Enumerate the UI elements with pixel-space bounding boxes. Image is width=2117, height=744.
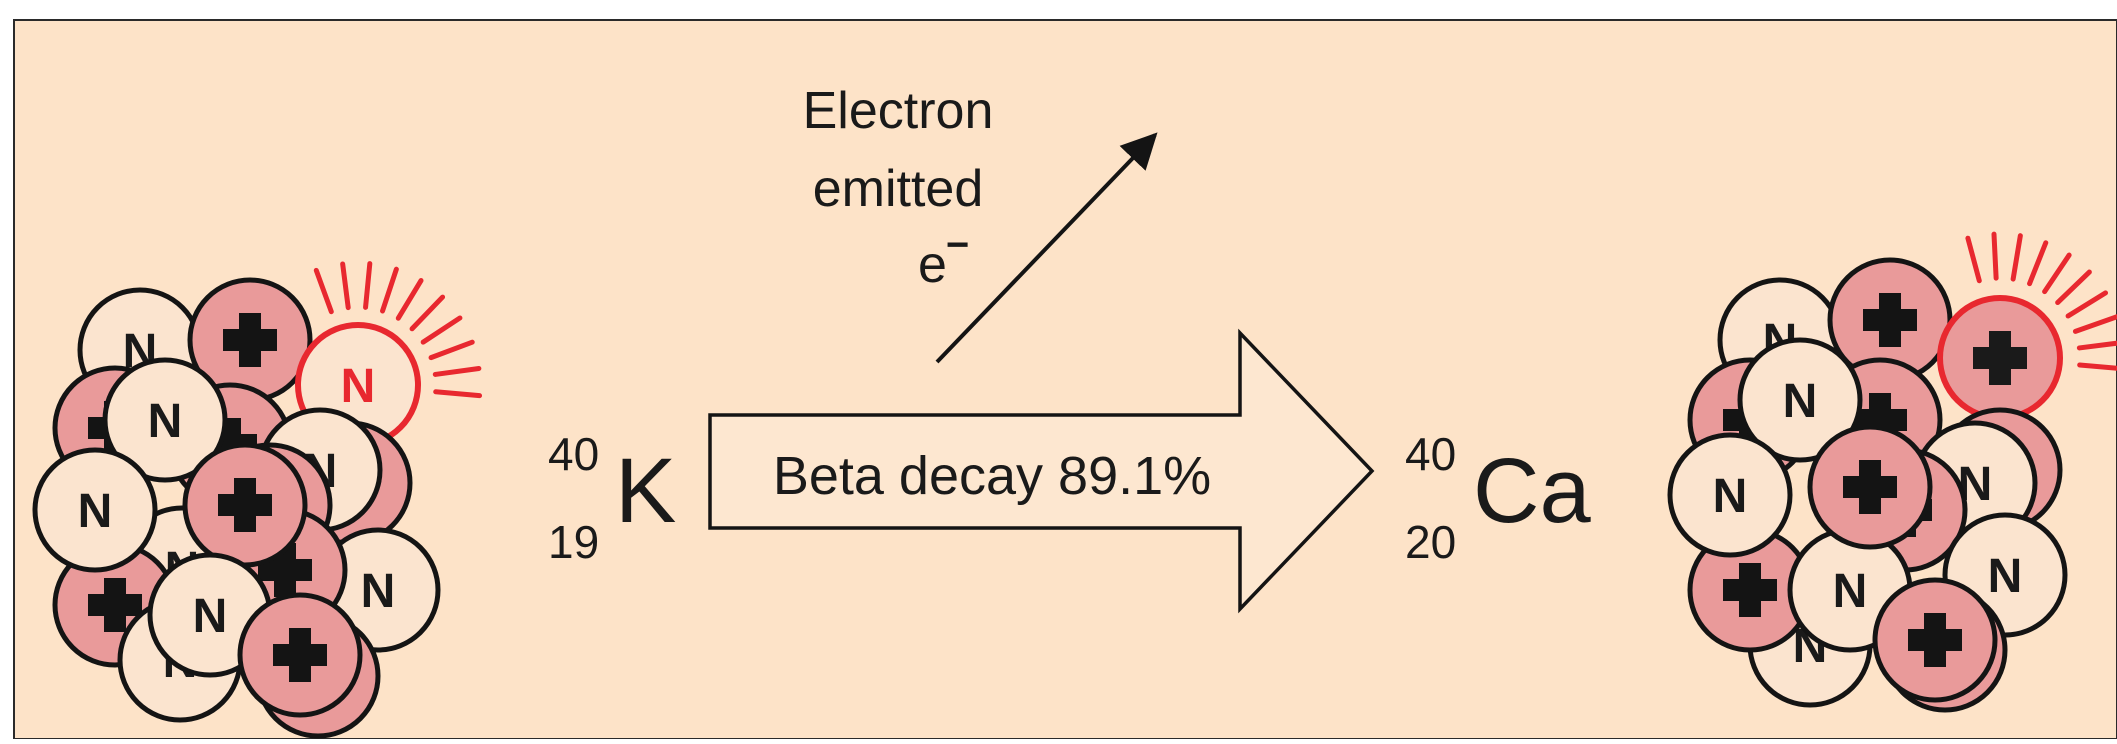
daughter-atomic-number: 20 [1405,516,1456,568]
emission-ray [420,315,463,345]
proton-particle [1937,295,2063,421]
svg-text:N: N [1783,375,1818,428]
electron-label-line2: emitted [813,160,984,218]
svg-text:N: N [1713,470,1748,523]
svg-text:N: N [78,485,113,538]
emission-ray [395,278,424,321]
daughter-mass-number: 40 [1405,428,1456,480]
daughter-element-symbol: Ca [1473,440,1591,542]
emission-ray [2076,340,2117,351]
emission-ray [2027,240,2049,287]
emission-ray [409,294,446,332]
emission-ray [380,266,399,314]
emission-ray [2065,290,2109,319]
emission-ray [2042,252,2072,295]
emission-ray [363,261,373,310]
neutron-particle: N [1737,337,1863,463]
svg-text:N: N [193,590,228,643]
proton-particle [1807,424,1933,550]
emission-ray [2072,314,2117,334]
neutron-particle: N [102,357,228,483]
beta-decay-label: Beta decay 89.1% [773,446,1211,506]
electron-charge: − [946,223,969,267]
proton-particle [187,277,313,403]
emission-ray [2077,362,2117,371]
parent-atomic-number: 19 [548,516,599,568]
parent-element-symbol: K [615,440,676,542]
svg-text:N: N [361,565,396,618]
emission-ray [340,261,351,311]
parent-mass-number: 40 [548,428,599,480]
proton-particle [182,442,308,568]
electron-emission-arrow [935,132,1158,364]
svg-text:N: N [1833,565,1868,618]
proton-particle [237,592,363,718]
emission-ray [428,339,475,361]
svg-text:N: N [1988,550,2023,603]
neutron-particle: N [1667,432,1793,558]
emission-ray [2010,233,2023,282]
emission-ray [433,389,483,399]
proton-particle [1872,577,1998,703]
emission-ray [313,267,334,315]
emission-ray [1991,231,1999,281]
emission-ray [1965,235,1982,284]
beta-decay-arrow [708,328,1375,614]
electron-label-line1: Electron [803,82,994,140]
neutron-particle: N [32,447,158,573]
emission-ray [432,365,482,377]
svg-text:N: N [148,395,183,448]
electron-symbol: e [918,236,947,294]
svg-text:N: N [341,360,376,413]
emission-ray [2055,269,2092,306]
